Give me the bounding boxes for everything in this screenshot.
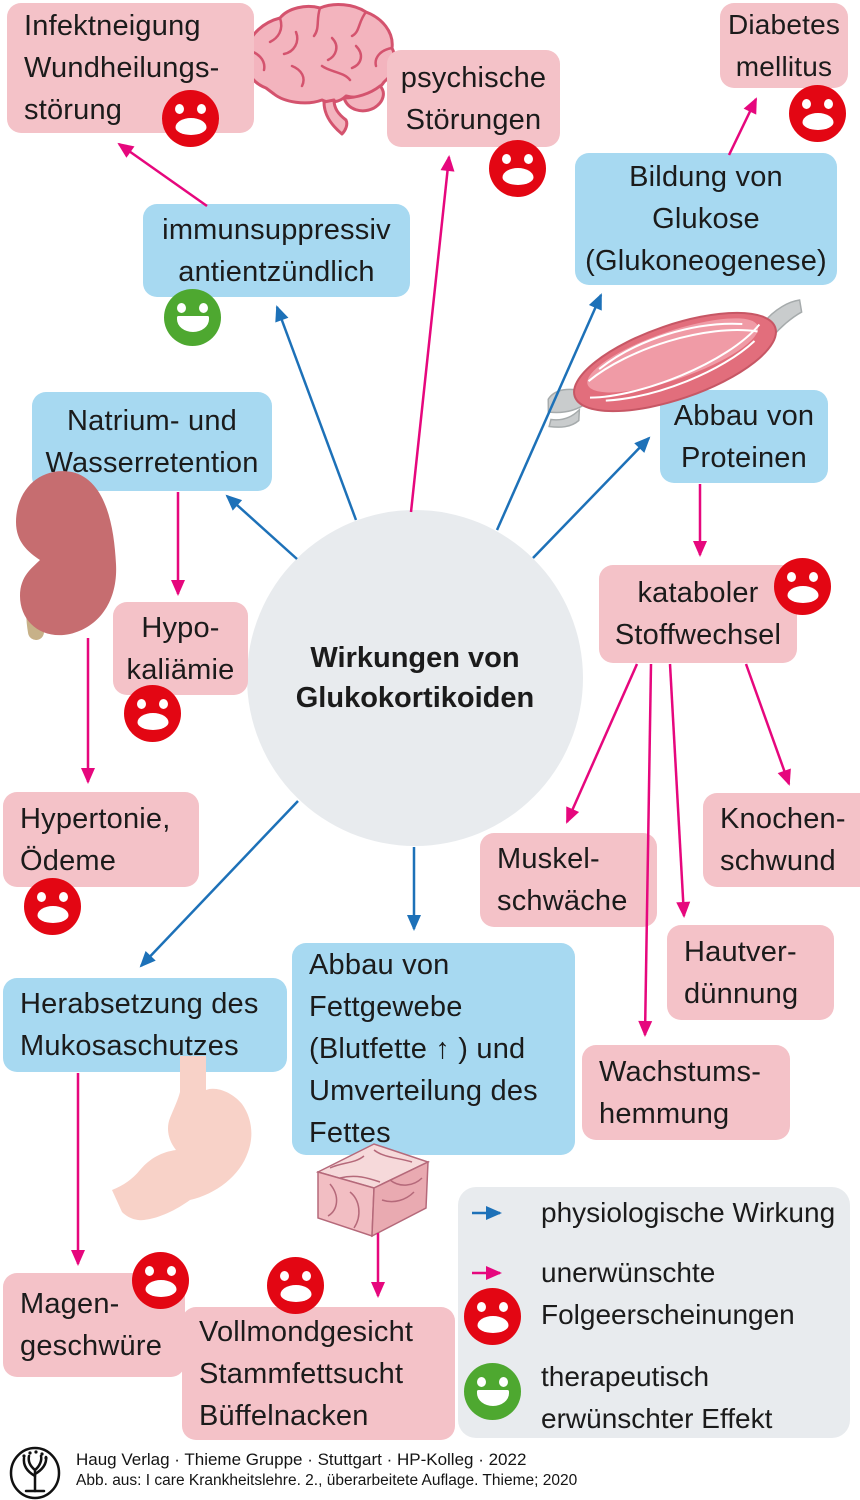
sad-face-icon [124, 685, 181, 742]
legend-label-therapeutic: therapeutisch erwünschter Effekt [541, 1361, 773, 1434]
happy-face-icon [464, 1363, 521, 1420]
node-hautverduennung: Hautver- dünnung [667, 925, 834, 1020]
node-immunsuppressiv: immunsuppressiv antientzündlich [143, 204, 410, 297]
node-hypertonie-oedeme: Hypertonie, Ödeme [3, 792, 199, 887]
node-psychische-stoerungen: psychische Störungen [387, 50, 560, 147]
arrow-bildung-to-diabetes [727, 97, 758, 156]
sad-face-icon [464, 1288, 521, 1345]
node-magengeschwuere: Magen- geschwüre [3, 1273, 185, 1377]
node-herabsetzung-mukosaschutz: Herabsetzung des Mukosaschutzes [3, 978, 287, 1072]
stomach-icon [112, 1056, 252, 1221]
muscle-icon [547, 299, 803, 428]
brain-icon [243, 3, 397, 136]
legend-label-adverse: unerwünschte Folgeerscheinungen [541, 1257, 795, 1330]
sad-face-icon [162, 90, 219, 147]
arrow-center-to-psychische [409, 155, 455, 513]
kidney-icon [16, 471, 117, 640]
arrow-center-to-abbau-proteine [532, 436, 651, 559]
fat-tissue-icon [315, 1143, 430, 1238]
sad-face-icon [489, 140, 546, 197]
node-kataboler-stoffwechsel: kataboler Stoffwechsel [599, 565, 797, 663]
node-knochenschwund: Knochen- schwund [703, 793, 860, 887]
sad-face-icon [132, 1252, 189, 1309]
node-muskelschwaeche: Muskel- schwäche [480, 833, 657, 927]
node-hypokaliaemie: Hypo- kaliämie [113, 602, 248, 695]
sad-face-icon [774, 558, 831, 615]
node-abbau-proteine: Abbau von Proteinen [660, 390, 828, 483]
thieme-tree-logo [9, 1446, 61, 1500]
arrow-immunsuppressiv-to-infektneigung [117, 142, 208, 208]
node-bildung-glukose: Bildung von Glukose (Glukoneogenese) [575, 153, 837, 285]
happy-face-icon [164, 289, 221, 346]
arrow-kataboler-to-hautverduennung [668, 663, 691, 918]
node-wachstumshemmung: Wachstums- hemmung [582, 1045, 790, 1140]
legend-panel [458, 1187, 850, 1438]
sad-face-icon [267, 1257, 324, 1314]
sad-face-icon [24, 878, 81, 935]
arrow-kataboler-to-knochenschwund [744, 663, 791, 786]
central-topic: Wirkungen von Glukokortikoiden [247, 510, 583, 846]
footer-source-line: Abb. aus: I care Krankheitslehre. 2., üb… [76, 1472, 578, 1489]
node-abbau-fettgewebe: Abbau von Fettgewebe (Blutfette ↑ ) und … [292, 943, 575, 1155]
node-vollmondgesicht: Vollmondgesicht Stammfettsucht Büffelnac… [182, 1307, 455, 1440]
sad-face-icon [789, 85, 846, 142]
arrow-center-to-natrium [225, 494, 298, 560]
legend-label-physiological: physiologische Wirkung [541, 1197, 836, 1228]
footer-publisher-line: Haug Verlag · Thieme Gruppe · Stuttgart … [76, 1450, 527, 1469]
node-diabetes-mellitus: Diabetes mellitus [720, 3, 848, 88]
arrow-center-to-immunsuppressiv [275, 305, 358, 521]
